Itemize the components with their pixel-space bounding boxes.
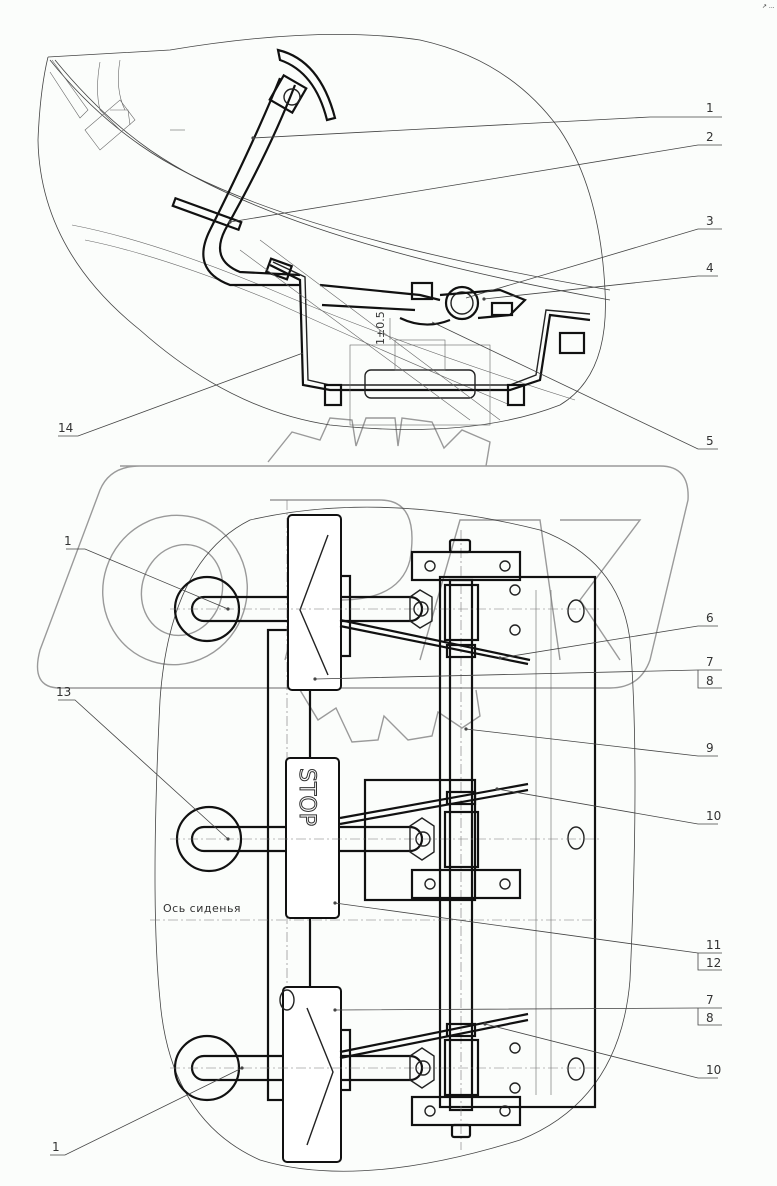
pedal-middle: STOP — [170, 757, 600, 919]
corner-mark: ↗ ... — [762, 3, 775, 10]
callout-3: 3 — [706, 214, 714, 228]
callout-10-bottom: 10 — [706, 1063, 721, 1077]
callout-8-bottom: 8 — [706, 1011, 714, 1025]
callout-1-top: 1 — [706, 101, 714, 115]
pedal-top — [170, 514, 600, 691]
callout-2: 2 — [706, 130, 714, 144]
stop-pedal-label: STOP — [294, 768, 319, 826]
dimension-1-pm-0-5: 1±0.5 — [374, 311, 387, 345]
watermark-logo — [36, 417, 689, 743]
nut-left — [264, 257, 294, 281]
callout-1-mid: 1 — [64, 534, 72, 548]
callout-6: 6 — [706, 611, 714, 625]
callout-11: 11 — [706, 938, 721, 952]
callout-8-top: 8 — [706, 674, 714, 688]
callout-7-bottom: 7 — [706, 993, 714, 1007]
callout-1-bottom: 1 — [52, 1140, 60, 1154]
callout-9: 9 — [706, 741, 714, 755]
callout-10-mid: 10 — [706, 809, 721, 823]
side-view: 1±0.5 — [37, 33, 611, 430]
callout-5: 5 — [706, 434, 714, 448]
plan-view-callouts: 1 6 7 8 9 13 10 11 12 7 8 10 1 — [50, 534, 722, 1156]
callout-12: 12 — [706, 956, 721, 970]
callout-4: 4 — [706, 261, 714, 275]
callout-7-top: 7 — [706, 655, 714, 669]
pedal-bottom — [170, 986, 600, 1163]
side-view-callouts: 1 2 3 4 5 14 — [58, 101, 722, 450]
callout-13: 13 — [56, 685, 71, 699]
plan-view: STOP Ось сиденья — [150, 500, 636, 1172]
seat-axis-label: Ось сиденья — [163, 902, 241, 915]
callout-14: 14 — [58, 421, 73, 435]
